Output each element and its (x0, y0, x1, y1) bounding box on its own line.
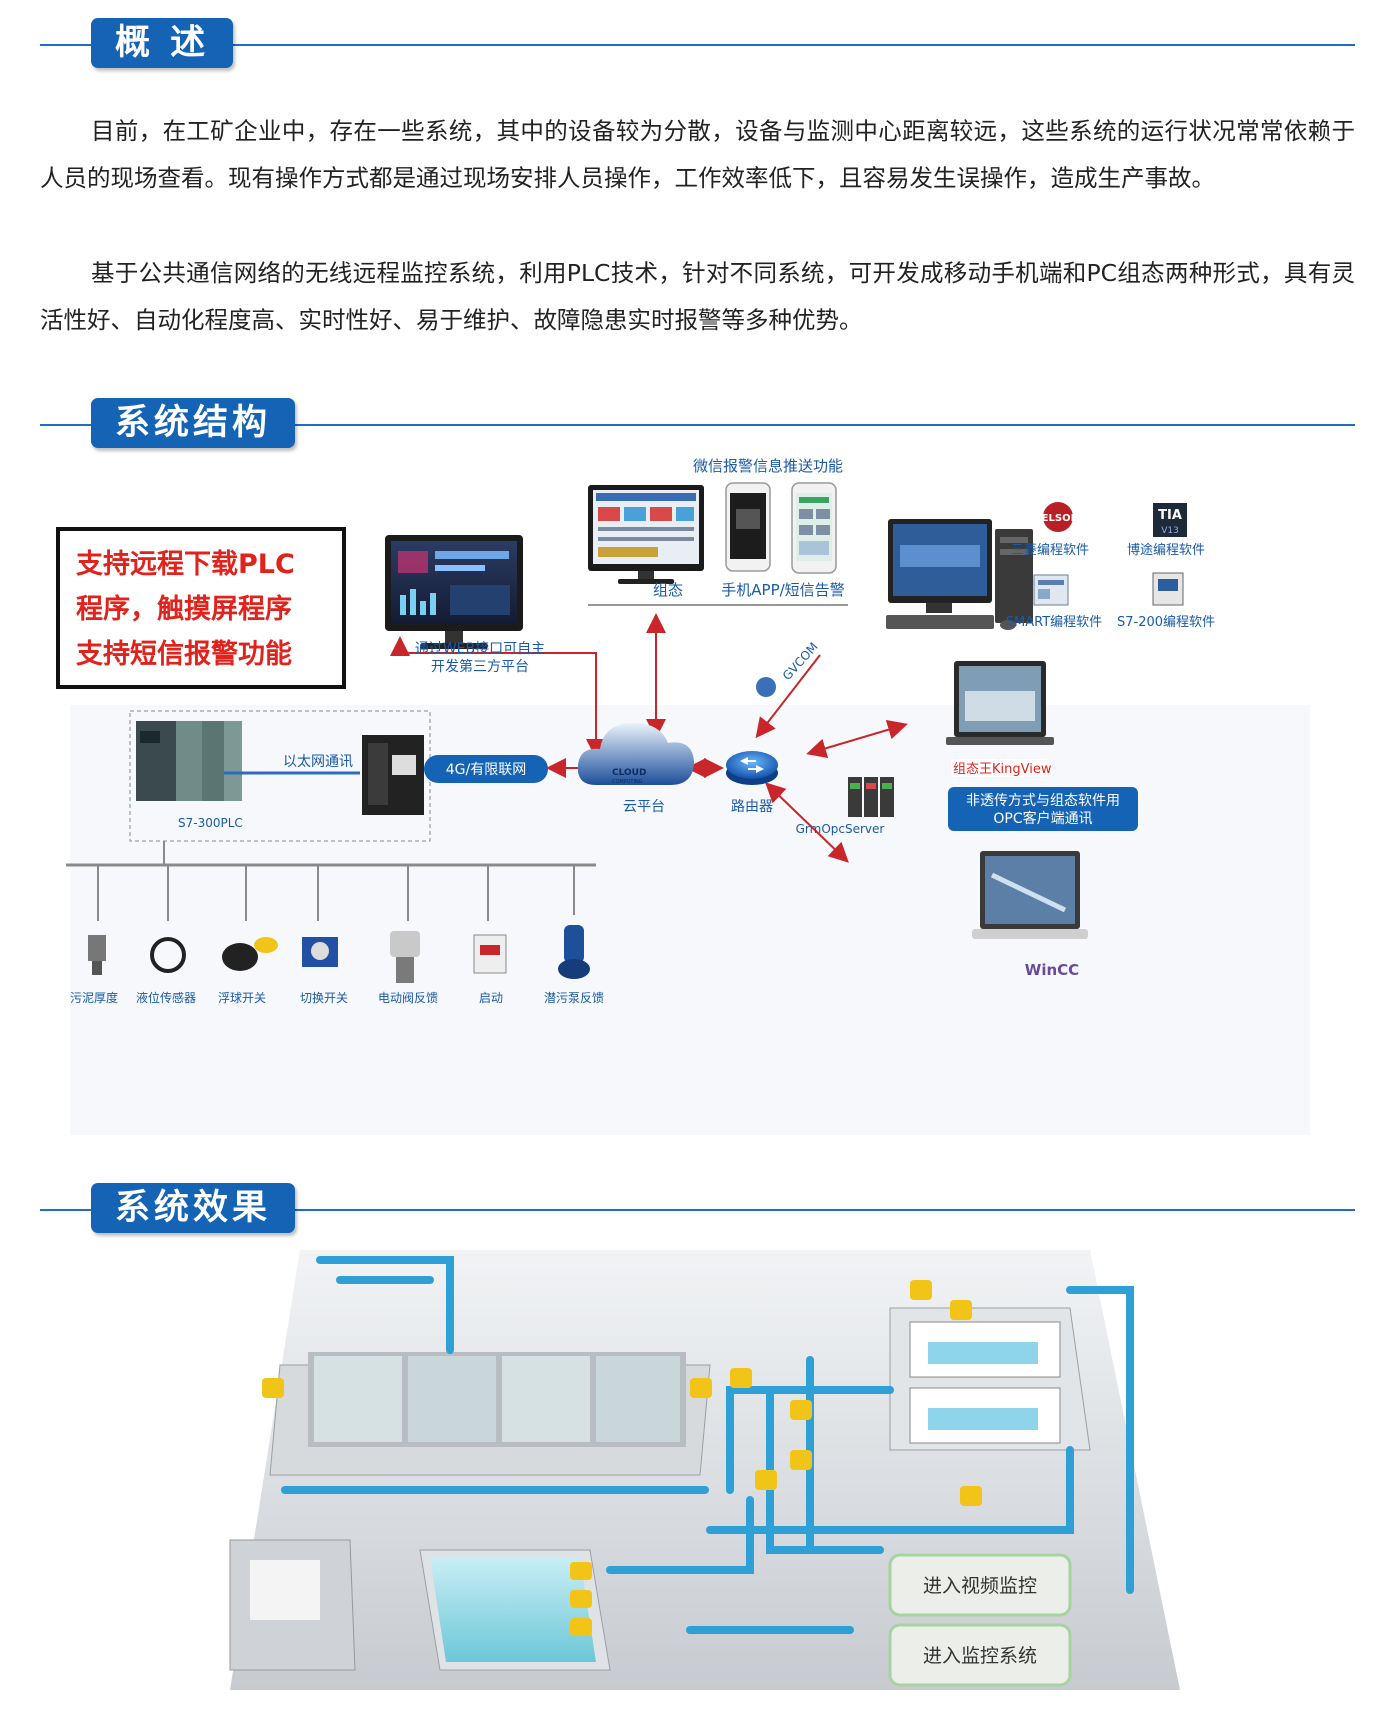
electric-valve-icon (390, 931, 420, 983)
s7-300-plc-icon (136, 721, 242, 801)
software-label-s7-200: S7-200编程软件 (1117, 615, 1215, 630)
device-label-sludge: 污泥厚度 (70, 990, 118, 1005)
monitor-system-button-label: 进入监控系统 (923, 1645, 1037, 1667)
device-label-selector: 切换开关 (300, 991, 348, 1005)
contactor-icon (473, 934, 507, 974)
section-divider (40, 424, 1355, 426)
pipework (281, 1256, 1134, 1634)
mobile-phone-icon (725, 482, 837, 574)
ethernet-label: 以太网通讯 (283, 754, 353, 770)
kingview-arrow (806, 719, 908, 759)
desktop-pc-icon (886, 519, 1033, 630)
web-api-label-line-2: 开发第三方平台 (431, 658, 529, 675)
kingview-label: 组态王KingView (953, 762, 1052, 777)
monitor-system-button[interactable]: 进入监控系统 (888, 1623, 1072, 1687)
web-api-label-line-1: 通过WEB接口可自主 (415, 640, 545, 657)
float-switch-icon (222, 937, 278, 971)
control-room (229, 1539, 356, 1671)
software-label-tia: 博途编程软件 (1127, 542, 1205, 558)
tia-logo-text: TIA (1158, 508, 1182, 523)
video-monitor-button[interactable]: 进入视频监控 (888, 1553, 1072, 1617)
system-effect-illustration: 进入视频监控 进入监控系统 (190, 1250, 1200, 1690)
melsoft-logo-text: MELSOFT (1032, 513, 1085, 524)
opc-client-box: 非透传方式与组态软件用 OPC客户端通讯 (948, 787, 1138, 831)
device-label-start: 启动 (479, 991, 503, 1005)
mobile-app-label: 手机APP/短信告警 (721, 581, 844, 599)
tia-version-text: V13 (1161, 526, 1179, 536)
submersible-pump-icon (558, 925, 590, 979)
opc-server-arrow (765, 782, 849, 863)
network-label: 4G/有限联网 (446, 762, 526, 778)
opc-client-line-2: OPC客户端通讯 (993, 810, 1092, 827)
device-label-pump: 潜污泵反馈 (544, 991, 604, 1005)
web-monitor-icon (385, 535, 523, 649)
software-label-mitsubishi: 三菱编程软件 (1011, 543, 1089, 558)
gateway-device-icon (362, 735, 424, 815)
video-monitor-button-label: 进入视频监控 (923, 1575, 1037, 1597)
tia-portal-logo: TIA V13 (1153, 503, 1187, 537)
melsoft-logo: MELSOFT (1032, 502, 1085, 532)
cloud-platform-label: 云平台 (623, 799, 665, 815)
scada-label: 组态 (653, 581, 683, 599)
gvcom-arrow (755, 654, 821, 739)
water-tank (419, 1549, 611, 1671)
opc-server-icon (848, 777, 894, 817)
clarifier-tanks (889, 1307, 1091, 1451)
section-divider (40, 44, 1355, 46)
cloud-logo-text: CLOUD (612, 768, 646, 778)
section-header-overview: 概 述 (40, 18, 1355, 72)
s7-200-software-icon (1152, 572, 1184, 606)
wechat-push-label: 微信报警信息推送功能 (693, 457, 843, 475)
level-sensor-icon (150, 937, 186, 973)
valves (262, 1280, 982, 1636)
sludge-thickness-sensor-icon (88, 935, 106, 975)
opc-server-label: GrmOpcServer (796, 822, 885, 836)
feature-callout-box: 支持远程下载PLC 程序，触摸屏程序 支持短信报警功能 (56, 527, 346, 689)
web-api-arrow (390, 636, 606, 759)
selector-switch-icon (302, 937, 338, 967)
section-header-structure: 系统结构 (40, 398, 1355, 452)
treatment-tank (269, 1352, 711, 1476)
section-title-overview: 概 述 (91, 18, 234, 68)
gvcom-globe-icon (756, 677, 776, 697)
scada-monitor-icon (588, 485, 704, 584)
overview-paragraph-1: 目前，在工矿企业中，存在一些系统，其中的设备较为分散，设备与监测中心距离较远，这… (40, 117, 1355, 192)
device-label-float-switch: 浮球开关 (218, 991, 266, 1005)
callout-line-3: 支持短信报警功能 (76, 638, 292, 670)
callout-line-2: 程序，触摸屏程序 (76, 593, 292, 625)
laptop-kingview-icon (946, 661, 1054, 745)
device-label-level-sensor: 液位传感器 (136, 990, 196, 1005)
smart-software-icon (1033, 574, 1069, 606)
opc-client-line-1: 非透传方式与组态软件用 (966, 793, 1120, 809)
device-label-valve: 电动阀反馈 (378, 991, 438, 1005)
cloud-icon: CLOUD COMPUTING (577, 723, 694, 785)
plc-label: S7-300PLC (178, 816, 243, 830)
field-devices: 污泥厚度 液位传感器 浮球开关 切换开关 电动阀反馈 启动 潜污泵反馈 (70, 865, 604, 1005)
system-architecture-diagram: 支持远程下载PLC 程序，触摸屏程序 支持短信报警功能 微信报警信息推送功能 (56, 457, 1310, 1135)
section-title-effect: 系统效果 (91, 1183, 296, 1233)
cloud-logo-subtext: COMPUTING (612, 779, 643, 785)
callout-line-1: 支持远程下载PLC (76, 549, 295, 580)
section-divider (40, 1209, 1355, 1211)
overview-paragraph-2: 基于公共通信网络的无线远程监控系统，利用PLC技术，针对不同系统，可开发成移动手… (40, 259, 1355, 334)
wincc-label: WinCC (1025, 961, 1079, 979)
network-pill: 4G/有限联网 (424, 755, 548, 783)
router-icon (726, 751, 778, 785)
kingview-label-bg (951, 759, 1047, 777)
section-header-effect: 系统效果 (40, 1183, 1355, 1237)
software-label-smart: SMART编程软件 (1006, 615, 1102, 630)
section-title-structure: 系统结构 (91, 398, 296, 448)
router-label: 路由器 (731, 799, 773, 815)
laptop-wincc-icon (972, 851, 1088, 939)
